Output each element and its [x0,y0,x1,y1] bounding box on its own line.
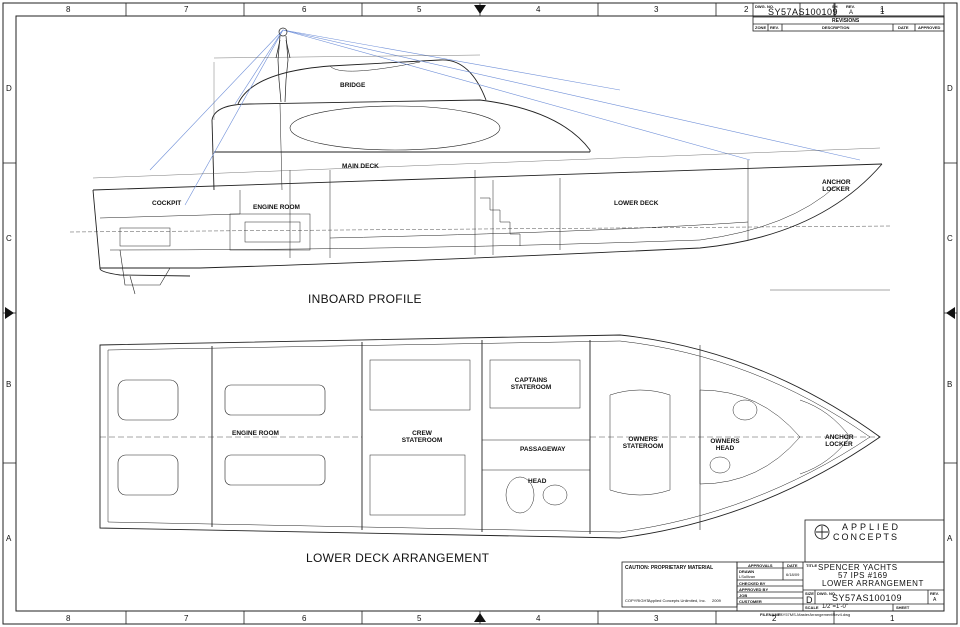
label-cockpit: COCKPIT [152,200,182,207]
zone-row-a: A [6,534,12,543]
label-crew-stateroom: CREW STATEROOM [401,430,443,444]
tb-title-label: TITLE [806,563,818,568]
label-anchor-locker-plan: ANCHOR LOCKER [825,434,854,448]
label-engine-room-plan: ENGINE ROOM [232,430,279,437]
tb-date: DATE [787,563,798,568]
tb-dwg-label: DWG. NO. [817,591,837,596]
tb-scale-label: SCALE [805,605,819,610]
tb-rev: A [933,597,937,603]
zone-col-6: 6 [302,5,307,14]
label-head: HEAD [528,478,547,485]
zone-col-7-bottom: 7 [184,614,189,623]
zone-row-b: B [6,380,12,389]
rev-col-description: DESCRIPTION [822,25,850,30]
tb-filename: SY57MS-MasterArrangementRev4.dwg [780,612,851,617]
label-lower-deck: LOWER DECK [614,200,659,207]
zone-row-b-right: B [947,380,953,389]
proprietary-heading: CAUTION: PROPRIETARY MATERIAL [625,565,714,571]
zone-col-1: 1 [880,5,885,14]
label-passageway: PASSAGEWAY [520,446,566,453]
tb-scale: 1/2"=1'-0" [822,604,848,610]
rev-rev-value: A [849,10,854,16]
zone-col-4-bottom: 4 [536,614,541,623]
tb-size-label: SIZE [805,591,814,596]
zone-row-a-right: A [947,534,953,543]
zone-col-2-bottom: 2 [772,614,777,623]
company-name-line1: APPLIED [842,522,902,532]
tb-customer-label: CUSTOMER [739,599,762,604]
zone-col-5-bottom: 5 [417,614,422,623]
zone-row-d: D [6,84,12,93]
label-engine-room: ENGINE ROOM [253,204,300,211]
label-owners-stateroom: OWNERS STATEROOM [622,436,664,450]
revisions-title: REVISIONS [832,18,860,24]
zone-col-5: 5 [417,5,422,14]
zone-row-d-right: D [947,84,953,93]
rev-col-rev: REV. [770,25,779,30]
tb-approved-label: APPROVED BY [739,587,769,592]
rev-rev-label: REV. [846,4,855,9]
zone-row-c-right: C [947,234,953,243]
tb-drawn-by: LSullivan [739,574,756,579]
lower-deck-title: LOWER DECK ARRANGEMENT [306,551,490,565]
zone-col-7: 7 [184,5,189,14]
label-owners-head: OWNERS HEAD [710,438,740,452]
person-silhouette [275,27,291,103]
label-main-deck: MAIN DECK [342,163,379,170]
tb-approvals: APPROVALS [748,563,773,568]
label-anchor-locker-profile: ANCHOR LOCKER [822,179,851,193]
rev-col-approved: APPROVED [918,25,941,30]
zone-col-3: 3 [654,5,659,14]
rev-col-zone: ZONE [755,25,767,30]
copyright-label: COPYRIGHT: [625,598,650,603]
rev-col-date: DATE [898,25,909,30]
rev-sh-label: SH [832,4,838,9]
tb-sheet-label: SHEET [896,605,910,610]
company-logo [814,524,830,540]
tb-drawn-label: DRAWN [739,569,755,574]
label-captains-stateroom: CAPTAINS STATEROOM [510,377,552,391]
tb-title-line3: LOWER ARRANGEMENT [822,579,924,588]
zone-col-8-bottom: 8 [66,614,71,623]
tb-title-line1: SPENCER YACHTS [818,563,898,572]
copyright-text: Applied Concepts Unlimited, Inc. [648,598,706,603]
rev-sheet-no: 1 [880,7,885,16]
inboard-profile-title: INBOARD PROFILE [308,292,422,306]
tb-checked-label: CHECKED BY [739,581,766,586]
copyright-year: 2009 [712,598,721,603]
tb-filename-label: FILENAME: [760,612,782,617]
rev-dwg-no-label: DWG. NO. [755,4,775,9]
zone-col-6-bottom: 6 [302,614,307,623]
tb-job-label: JOB [739,593,748,598]
zone-col-1-bottom: 1 [890,614,895,623]
zone-row-c: C [6,234,12,243]
zone-col-8: 8 [66,5,71,14]
tb-size: D [806,595,813,605]
zone-col-3-bottom: 3 [654,614,659,623]
label-bridge: BRIDGE [340,82,366,89]
company-name-line2: CONCEPTS [833,532,900,542]
rev-dwg-no: SY57AS100109 [768,7,839,17]
tb-title-line2: 57 IPS #169 [838,571,888,580]
tb-drawn-date: 6/18/09 [786,572,800,577]
tb-rev-label: REV. [930,591,939,596]
zone-col-2: 2 [744,5,749,14]
zone-col-4: 4 [536,5,541,14]
tb-dwg-no: SY57AS100109 [832,593,903,603]
